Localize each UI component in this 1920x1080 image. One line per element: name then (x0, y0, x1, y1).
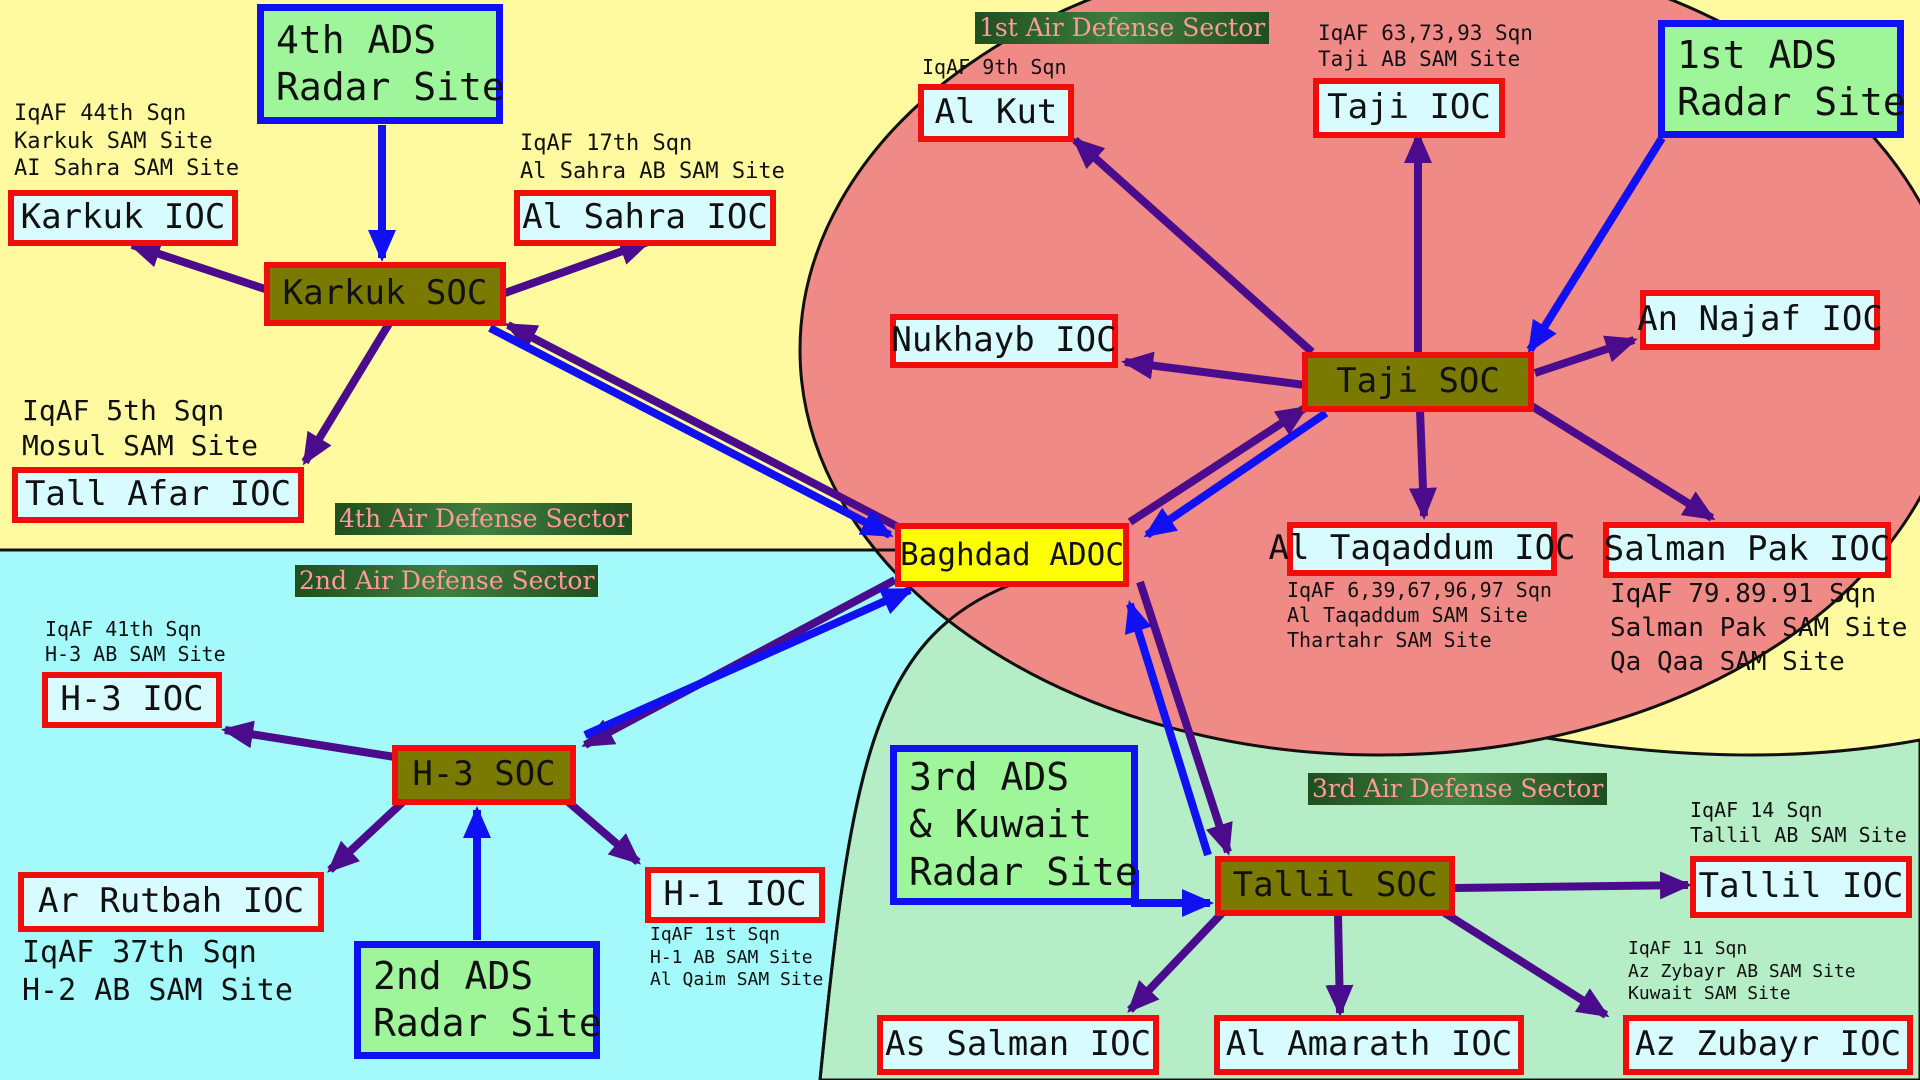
arrow-tallil-soc-to-adoc (1124, 600, 1212, 857)
note-salman-pak-ioc: IqAF 79.89.91 Sqn Salman Pak SAM Site Qa… (1610, 579, 1908, 677)
salman-pak-ioc: Salman Pak IOC (1603, 522, 1891, 578)
arrow-adoc-to-taji-soc (1127, 404, 1309, 526)
arrow-h3-soc-to-ar-rutbah-ioc (327, 797, 408, 873)
h3-ioc: H-3 IOC (42, 672, 222, 728)
tallil-ioc: Tallil IOC (1690, 856, 1912, 918)
arrow-taji-soc-to-adoc (1143, 409, 1329, 539)
taji-soc: Taji SOC (1302, 352, 1534, 412)
az-zubayr-ioc: Az Zubayr IOC (1623, 1015, 1913, 1075)
note-ar-rutbah-ioc: IqAF 37th Sqn H-2 AB SAM Site (22, 935, 293, 1008)
note-az-zubayr-ioc: IqAF 11 Sqn Az Zybayr AB SAM Site Kuwait… (1628, 938, 1856, 1004)
arrow-tallil-soc-to-as-salman-ioc (1127, 907, 1228, 1013)
arrow-taji-soc-to-al-taqaddum-ioc (1408, 409, 1437, 520)
arrow-adoc-to-tallil-soc (1136, 580, 1233, 856)
note-h3-ioc: IqAF 41th Sqn H-3 AB SAM Site (45, 617, 226, 666)
baghdad-adoc: Baghdad ADOC (895, 523, 1129, 587)
as-salman-ioc: As Salman IOC (877, 1015, 1159, 1075)
arrow-taji-soc-to-nukhayb-ioc (1121, 351, 1306, 389)
arrow-h3-soc-to-h1-ioc (563, 796, 642, 866)
karkuk-ioc: Karkuk IOC (8, 190, 238, 246)
sector-label-4: 4th Air Defense Sector (335, 503, 633, 535)
arrow-tallil-soc-to-tallil-ioc (1454, 871, 1692, 900)
arrow-tallil-soc-to-az-zubayr-ioc (1437, 906, 1610, 1019)
arrow-radar1-to-taji-soc (1526, 135, 1666, 354)
note-karkuk-ioc: IqAF 44th Sqn Karkuk SAM Site AI Sahra S… (14, 101, 240, 181)
al-sahra-ioc: Al Sahra IOC (514, 190, 776, 246)
radar-site-2: 2nd ADS Radar Site (354, 941, 602, 1059)
h3-soc: H-3 SOC (392, 745, 576, 805)
sector-label-1: 1st Air Defense Sector (975, 12, 1270, 44)
radar-site-1: 1st ADS Radar Site (1658, 20, 1906, 138)
ar-rutbah-ioc: Ar Rutbah IOC (18, 872, 324, 932)
note-h1-ioc: IqAF 1st Sqn H-1 AB SAM Site Al Qaim SAM… (650, 924, 824, 990)
al-kut-ioc: Al Kut (918, 84, 1074, 142)
al-amarath-ioc: Al Amarath IOC (1214, 1015, 1524, 1075)
tall-afar-ioc: Tall Afar IOC (12, 467, 304, 523)
radar-site-3: 3rd ADS & Kuwait Radar Site (890, 745, 1138, 905)
sector-label-3: 3rd Air Defense Sector (1308, 773, 1608, 805)
al-taqaddum-ioc: Al Taqaddum IOC (1268, 522, 1576, 576)
nukhayb-ioc: Nukhayb IOC (890, 314, 1118, 368)
radar-site-4: 4th ADS Radar Site (257, 4, 505, 124)
arrow-taji-soc-to-salman-pak-ioc (1527, 401, 1716, 522)
note-al-kut: IqAF 9th Sqn (922, 55, 1067, 79)
arrow-h3-soc-to-adoc (583, 586, 914, 739)
arrow-adoc-to-karkuk-soc (504, 321, 902, 532)
tallil-soc: Tallil SOC (1215, 856, 1455, 916)
an-najaf-ioc: An Najaf IOC (1637, 290, 1883, 350)
arrow-taji-soc-to-al-kut (1072, 137, 1315, 355)
sector-label-2: 2nd Air Defense Sector (295, 565, 599, 597)
arrow-taji-soc-to-an-najaf-ioc (1533, 335, 1638, 377)
taji-ioc: Taji IOC (1313, 78, 1505, 138)
arrow-karkuk-soc-to-adoc (488, 324, 894, 539)
karkuk-soc: Karkuk SOC (264, 262, 506, 326)
arrow-h3-soc-to-h3-ioc (221, 720, 396, 761)
arrow-tallil-soc-to-al-amarath-ioc (1325, 914, 1354, 1017)
arrow-karkuk-soc-to-karkuk-ioc (128, 240, 270, 294)
note-al-sahra-ioc: IqAF 17th Sqn Al Sahra AB SAM Site (520, 131, 785, 184)
sector-boundary-curve (818, 583, 1011, 1080)
arrow-karkuk-soc-to-al-sahra-ioc (503, 238, 652, 297)
note-tallil-ioc: IqAF 14 Sqn Tallil AB SAM Site (1690, 798, 1907, 847)
arrow-karkuk-soc-to-tall-afar-ioc (301, 319, 394, 466)
note-al-taqaddum-ioc: IqAF 6,39,67,96,97 Sqn Al Taqaddum SAM S… (1287, 578, 1552, 652)
note-tall-afar-ioc: IqAF 5th Sqn Mosul SAM Site (22, 394, 259, 462)
h1-ioc: H-1 IOC (645, 867, 825, 923)
note-taji-ioc: IqAF 63,73,93 Sqn Taji AB SAM Site (1318, 21, 1533, 72)
